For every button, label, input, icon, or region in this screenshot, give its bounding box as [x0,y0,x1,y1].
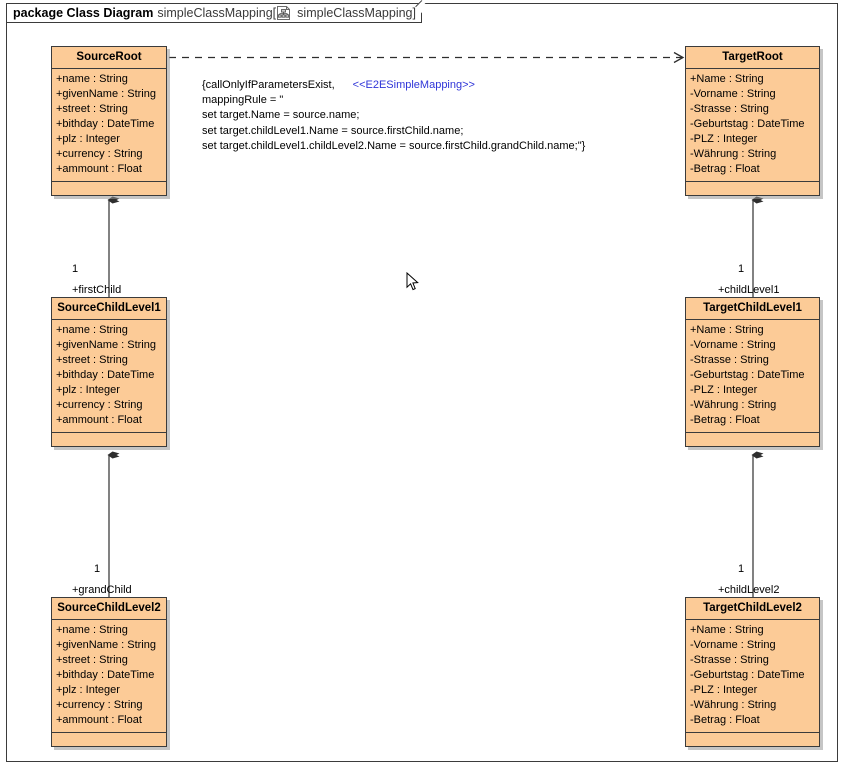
attribute-row: +Name : String [690,624,764,636]
attribute-row: -Strasse : String [690,354,769,366]
class-attributes: +name : String +givenName : String +stre… [52,620,166,733]
class-title: TargetChildLevel2 [686,598,819,620]
attribute-row: -Strasse : String [690,103,769,115]
package-name: simpleClassMapping[ [157,6,277,20]
attribute-row: -Vorname : String [690,88,776,100]
class-source-child-level1[interactable]: SourceChildLevel1 +name : String +givenN… [51,297,167,447]
mapping-note-line-3: set target.childLevel1.Name = source.fir… [202,124,464,137]
attribute-row: +name : String [56,624,128,636]
attribute-row: -Währung : String [690,699,777,711]
attribute-row: +street : String [56,354,128,366]
attribute-row: +givenName : String [56,339,156,351]
class-operations [686,182,819,195]
mapping-note-line-4: set target.childLevel1.childLevel2.Name … [202,139,586,152]
attribute-row: +bithday : DateTime [56,118,155,130]
attribute-row: +currency : String [56,699,143,711]
class-source-child-level2[interactable]: SourceChildLevel2 +name : String +givenN… [51,597,167,747]
class-attributes: +name : String +givenName : String +stre… [52,320,166,433]
class-diagram-icon [277,6,291,20]
mapping-note-line-2: set target.Name = source.name; [202,109,360,122]
class-target-child-level2[interactable]: TargetChildLevel2 +Name : String -Vornam… [685,597,820,747]
class-attributes: +Name : String -Vorname : String -Strass… [686,320,819,433]
class-title: SourceChildLevel2 [52,598,166,620]
mapping-note-line-1: mappingRule = " [202,94,284,107]
mapping-note: {callOnlyIfParametersExist, <<E2ESimpleMa… [202,78,662,154]
attribute-row: -Währung : String [690,148,777,160]
assoc-grand-child-multiplicity: 1 [94,563,101,575]
attribute-row: +givenName : String [56,639,156,651]
assoc-child-level2-multiplicity: 1 [738,563,745,575]
package-header: package Class Diagram simpleClassMapping… [6,0,429,23]
attribute-row: -Vorname : String [690,339,776,351]
attribute-row: +ammount : Float [56,414,142,426]
class-title: SourceChildLevel1 [52,298,166,320]
assoc-grand-child-role: +grandChild [72,584,132,596]
attribute-row: +plz : Integer [56,384,120,396]
attribute-row: +ammount : Float [56,714,142,726]
attribute-row: -Vorname : String [690,639,776,651]
attribute-row: -PLZ : Integer [690,684,758,696]
class-target-child-level1[interactable]: TargetChildLevel1 +Name : String -Vornam… [685,297,820,447]
attribute-row: +ammount : Float [56,163,142,175]
attribute-row: -Währung : String [690,399,777,411]
class-operations [686,433,819,446]
class-attributes: +Name : String -Vorname : String -Strass… [686,620,819,733]
class-source-root[interactable]: SourceRoot +name : String +givenName : S… [51,46,167,196]
attribute-row: +bithday : DateTime [56,669,155,681]
class-operations [686,733,819,746]
assoc-child-level1-multiplicity: 1 [738,263,745,275]
class-attributes: +Name : String -Vorname : String -Strass… [686,69,819,182]
class-attributes: +name : String +givenName : String +stre… [52,69,166,182]
attribute-row: +plz : Integer [56,133,120,145]
attribute-row: +bithday : DateTime [56,369,155,381]
attribute-row: -Betrag : Float [690,414,760,426]
class-operations [52,733,166,746]
assoc-first-child-role: +firstChild [72,284,122,296]
class-title: TargetChildLevel1 [686,298,819,320]
attribute-row: +givenName : String [56,88,156,100]
package-diagram-name: simpleClassMapping [297,6,413,20]
attribute-row: -Geburtstag : DateTime [690,118,805,130]
class-title: TargetRoot [686,47,819,69]
attribute-row: +name : String [56,324,128,336]
attribute-row: +currency : String [56,148,143,160]
assoc-child-level2-role: +childLevel2 [718,584,780,596]
attribute-row: +street : String [56,654,128,666]
class-title: SourceRoot [52,47,166,69]
attribute-row: +street : String [56,103,128,115]
attribute-row: +name : String [56,73,128,85]
attribute-row: -Betrag : Float [690,163,760,175]
package-keyword: package Class Diagram [13,6,154,20]
class-operations [52,433,166,446]
attribute-row: -PLZ : Integer [690,133,758,145]
attribute-row: +Name : String [690,73,764,85]
class-target-root[interactable]: TargetRoot +Name : String -Vorname : Str… [685,46,820,196]
attribute-row: -Betrag : Float [690,714,760,726]
attribute-row: -Geburtstag : DateTime [690,369,805,381]
attribute-row: +currency : String [56,399,143,411]
attribute-row: -Geburtstag : DateTime [690,669,805,681]
attribute-row: -Strasse : String [690,654,769,666]
attribute-row: +Name : String [690,324,764,336]
class-operations [52,182,166,195]
assoc-first-child-multiplicity: 1 [72,263,79,275]
attribute-row: +plz : Integer [56,684,120,696]
mapping-note-text-0: {callOnlyIfParametersExist, [202,79,335,91]
package-header-bracket: ] [412,6,416,20]
stereotype-label: <<E2ESimpleMapping>> [352,79,475,91]
assoc-child-level1-role: +childLevel1 [718,284,780,296]
mapping-note-line-0: {callOnlyIfParametersExist, <<E2ESimpleMa… [202,78,662,93]
attribute-row: -PLZ : Integer [690,384,758,396]
